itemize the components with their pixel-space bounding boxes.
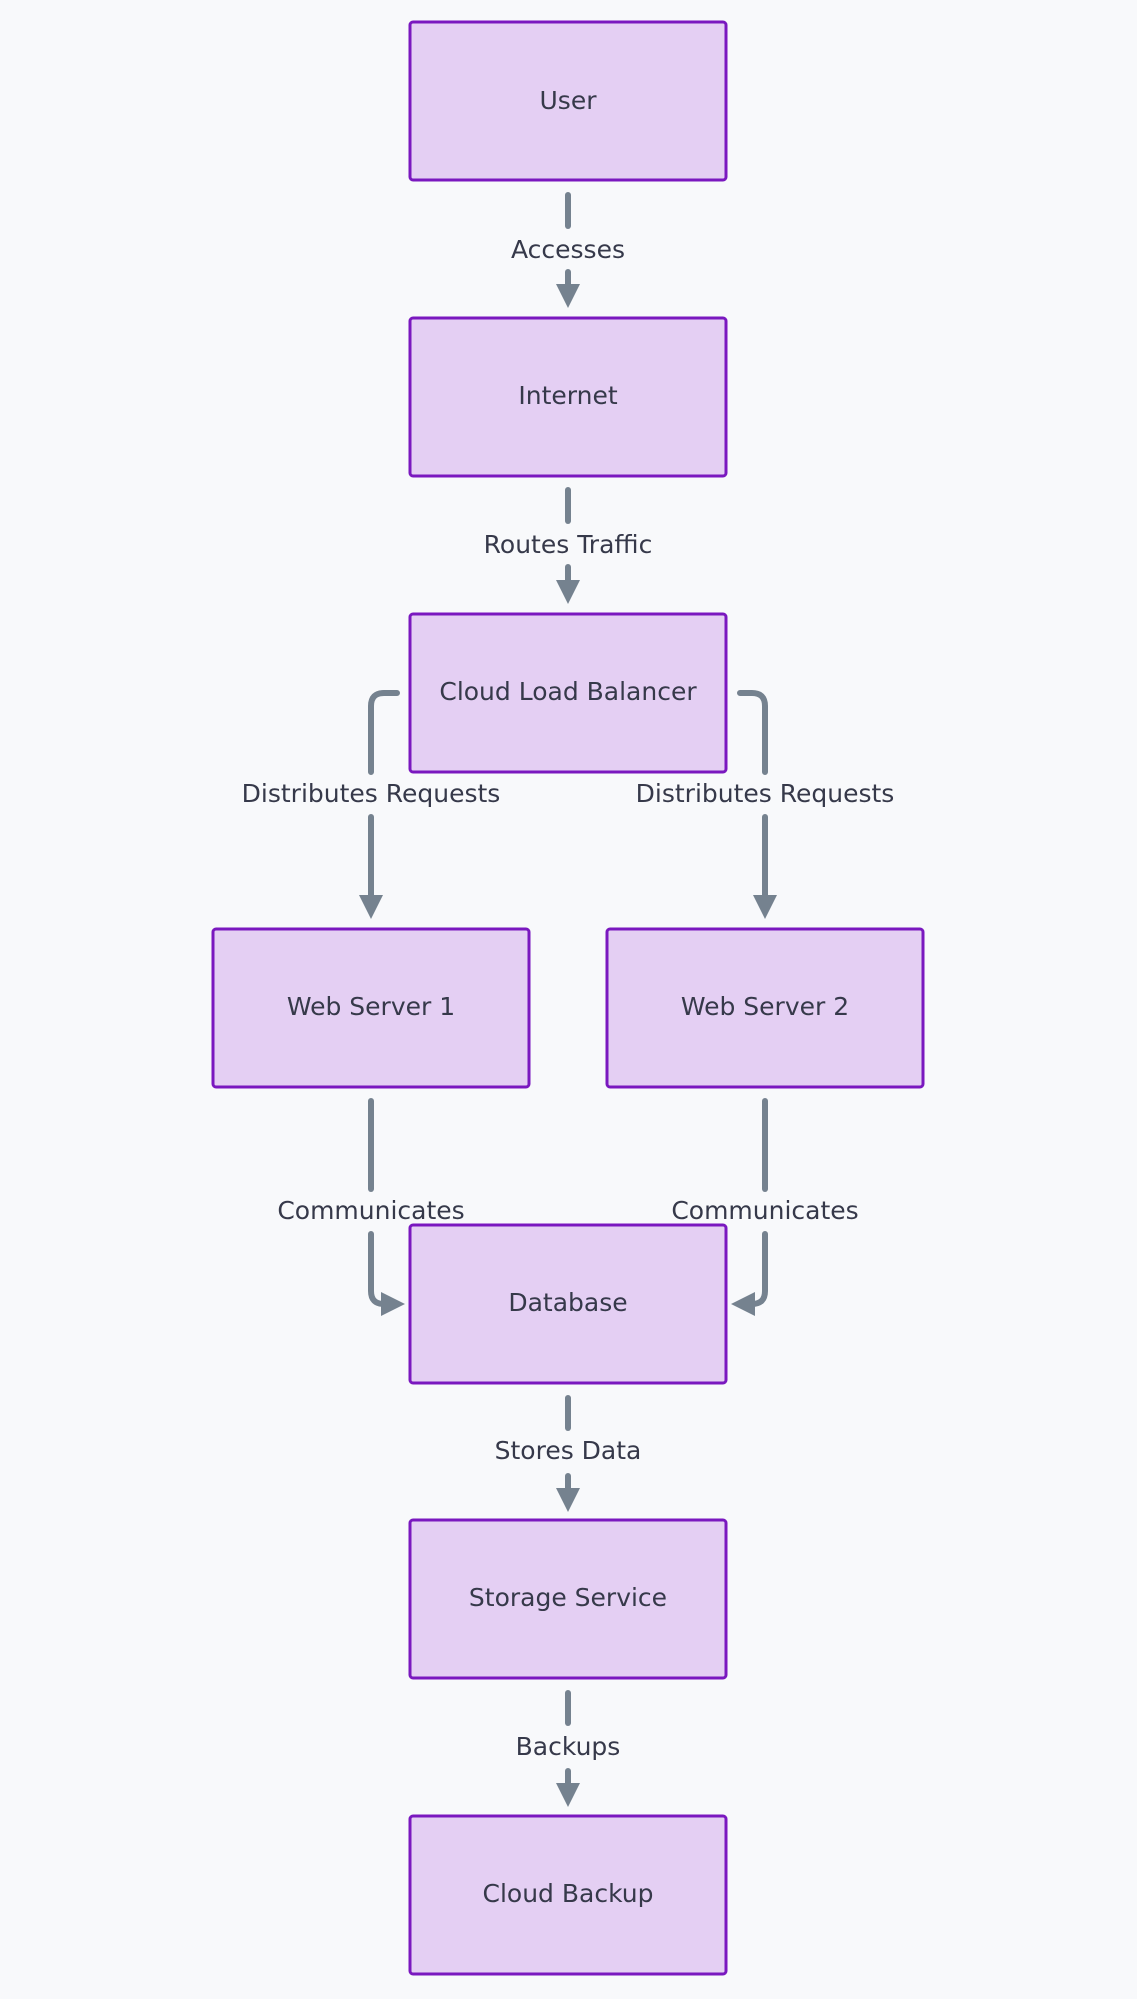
node-box [211, 927, 531, 1089]
node-label-database: Database [508, 1288, 627, 1317]
edge-line [368, 690, 400, 775]
edge-label-stores-data: Stores Data [495, 1436, 642, 1465]
edge-storage-service-cloud-backup: Backups [516, 1690, 621, 1807]
node-box [408, 20, 728, 182]
node-label-cloud-load-balancer: Cloud Load Balancer [439, 677, 697, 706]
edge-load-balancer-web-server-1: Distributes Requests [242, 690, 501, 919]
edge-label-accesses: Accesses [511, 235, 625, 264]
node-internet[interactable]: Internet [408, 316, 728, 478]
node-box [408, 1814, 728, 1976]
edge-load-balancer-web-server-2: Distributes Requests [636, 690, 895, 919]
node-box [408, 316, 728, 478]
node-label-cloud-backup: Cloud Backup [483, 1879, 654, 1908]
edge-user-internet: Accesses [511, 192, 625, 308]
edge-label-distributes-requests-1: Distributes Requests [242, 779, 501, 808]
node-box [408, 1223, 728, 1385]
node-user[interactable]: User [408, 20, 728, 182]
node-web-server-2[interactable]: Web Server 2 [605, 927, 925, 1089]
edge-label-routes-traffic: Routes Traffic [484, 530, 653, 559]
edge-arrow [368, 1231, 405, 1316]
edge-database-storage-service: Stores Data [495, 1395, 642, 1512]
node-database[interactable]: Database [408, 1223, 728, 1385]
node-box [408, 1518, 728, 1680]
edge-label-communicates-2: Communicates [671, 1196, 858, 1225]
node-box [605, 927, 925, 1089]
node-box [408, 612, 728, 774]
edge-internet-load-balancer: Routes Traffic [484, 487, 653, 604]
node-cloud-load-balancer[interactable]: Cloud Load Balancer [408, 612, 728, 774]
edge-label-backups: Backups [516, 1732, 621, 1761]
edge-arrow [731, 1231, 768, 1316]
node-label-storage-service: Storage Service [469, 1583, 667, 1612]
edge-web-server-2-database: Communicates [671, 1098, 859, 1316]
node-storage-service[interactable]: Storage Service [408, 1518, 728, 1680]
node-cloud-backup[interactable]: Cloud Backup [408, 1814, 728, 1976]
node-web-server-1[interactable]: Web Server 1 [211, 927, 531, 1089]
edge-line [737, 690, 768, 775]
node-label-web-server-2: Web Server 2 [681, 992, 849, 1021]
node-label-user: User [540, 86, 598, 115]
edge-web-server-1-database: Communicates [277, 1098, 465, 1316]
edge-label-distributes-requests-2: Distributes Requests [636, 779, 895, 808]
edge-label-communicates-1: Communicates [277, 1196, 464, 1225]
node-label-web-server-1: Web Server 1 [287, 992, 455, 1021]
node-label-internet: Internet [518, 381, 617, 410]
